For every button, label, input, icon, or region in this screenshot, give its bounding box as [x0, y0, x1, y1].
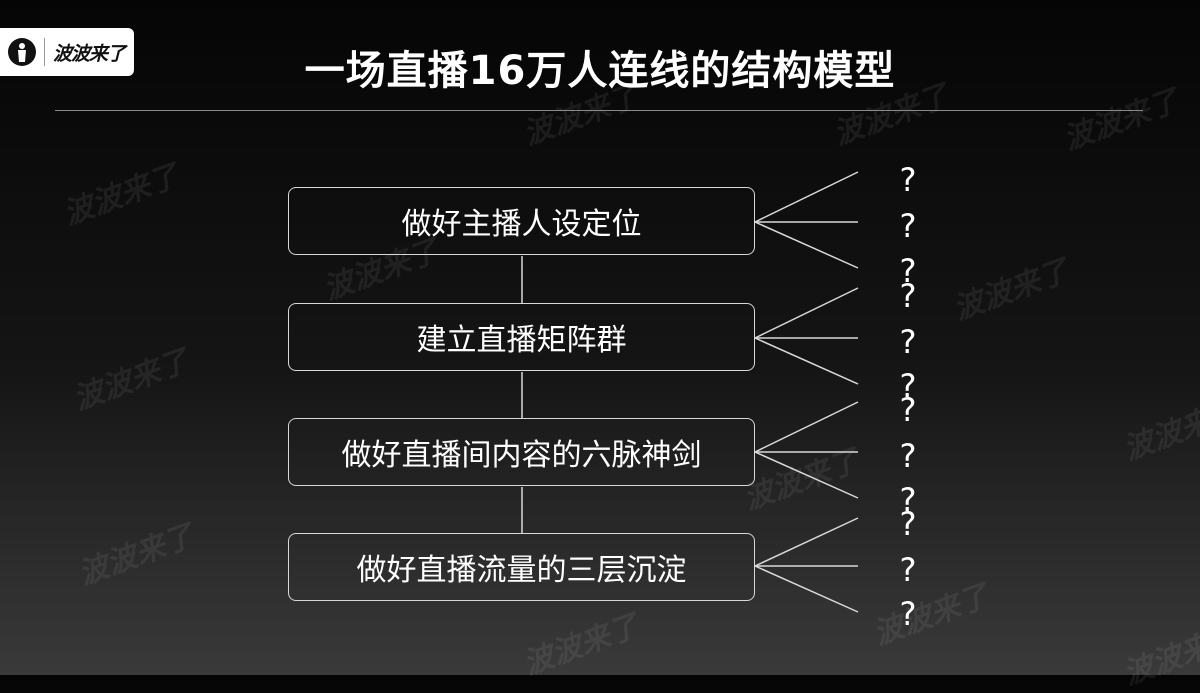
branch-line	[754, 451, 859, 499]
step-box-3: 做好直播间内容的六脉神剑	[288, 418, 755, 486]
step-box-1: 做好主播人设定位	[288, 187, 755, 255]
question-mark: ?	[899, 207, 917, 245]
brand-logo: 波波来了	[0, 28, 134, 76]
branch-line	[754, 401, 859, 453]
step-box-4: 做好直播流量的三层沉淀	[288, 533, 755, 601]
question-mark: ?	[899, 551, 917, 589]
branch-line	[754, 287, 859, 339]
branch-line	[754, 517, 859, 567]
question-mark: ?	[899, 323, 917, 361]
question-mark: ?	[899, 481, 917, 519]
question-mark: ?	[899, 367, 917, 405]
diagram-connectors	[521, 171, 859, 613]
question-mark: ?	[899, 437, 917, 475]
branch-line	[754, 565, 859, 613]
page-title: 一场直播16万人连线的结构模型	[304, 48, 896, 94]
branch-line	[754, 337, 859, 385]
title-divider	[55, 110, 1143, 111]
question-mark: ?	[899, 505, 917, 543]
question-mark: ?	[899, 391, 917, 429]
logo-divider	[44, 38, 45, 66]
question-mark: ?	[899, 161, 917, 199]
question-mark: ?	[899, 252, 917, 290]
person-silhouette-icon	[8, 38, 36, 66]
question-mark: ?	[899, 277, 917, 315]
logo-text: 波波来了	[53, 42, 126, 65]
question-mark: ?	[899, 595, 917, 633]
step-box-2: 建立直播矩阵群	[288, 303, 755, 371]
branch-line	[754, 171, 859, 223]
branch-line	[754, 221, 859, 269]
